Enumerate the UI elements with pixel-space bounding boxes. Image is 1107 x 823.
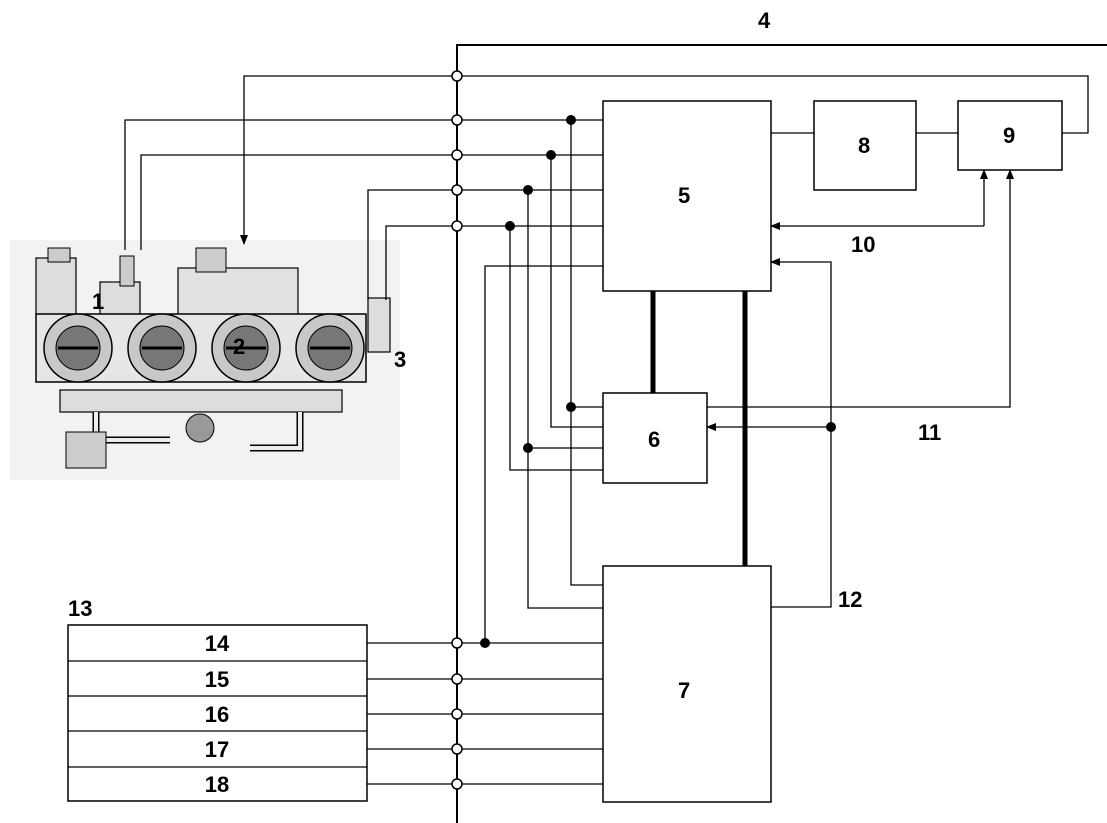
- label-4: 4: [758, 8, 771, 33]
- table-row-18: 18: [205, 772, 229, 797]
- label-9: 9: [1003, 123, 1015, 148]
- label-11: 11: [918, 420, 941, 445]
- table-row-14: 14: [205, 631, 230, 656]
- label-2: 2: [233, 334, 245, 359]
- label-1: 1: [92, 289, 104, 314]
- label-3: 3: [394, 347, 406, 372]
- label-13: 13: [68, 596, 92, 621]
- table-row-16: 16: [205, 702, 229, 727]
- label-8: 8: [858, 133, 870, 158]
- table-row-17: 17: [205, 737, 229, 762]
- label-6: 6: [648, 427, 660, 452]
- label-12: 12: [838, 587, 862, 612]
- label-5: 5: [678, 183, 690, 208]
- table-row-15: 15: [205, 667, 229, 692]
- label-10: 10: [851, 232, 875, 257]
- throttle-body-illustration: [10, 240, 400, 480]
- label-7: 7: [678, 678, 690, 703]
